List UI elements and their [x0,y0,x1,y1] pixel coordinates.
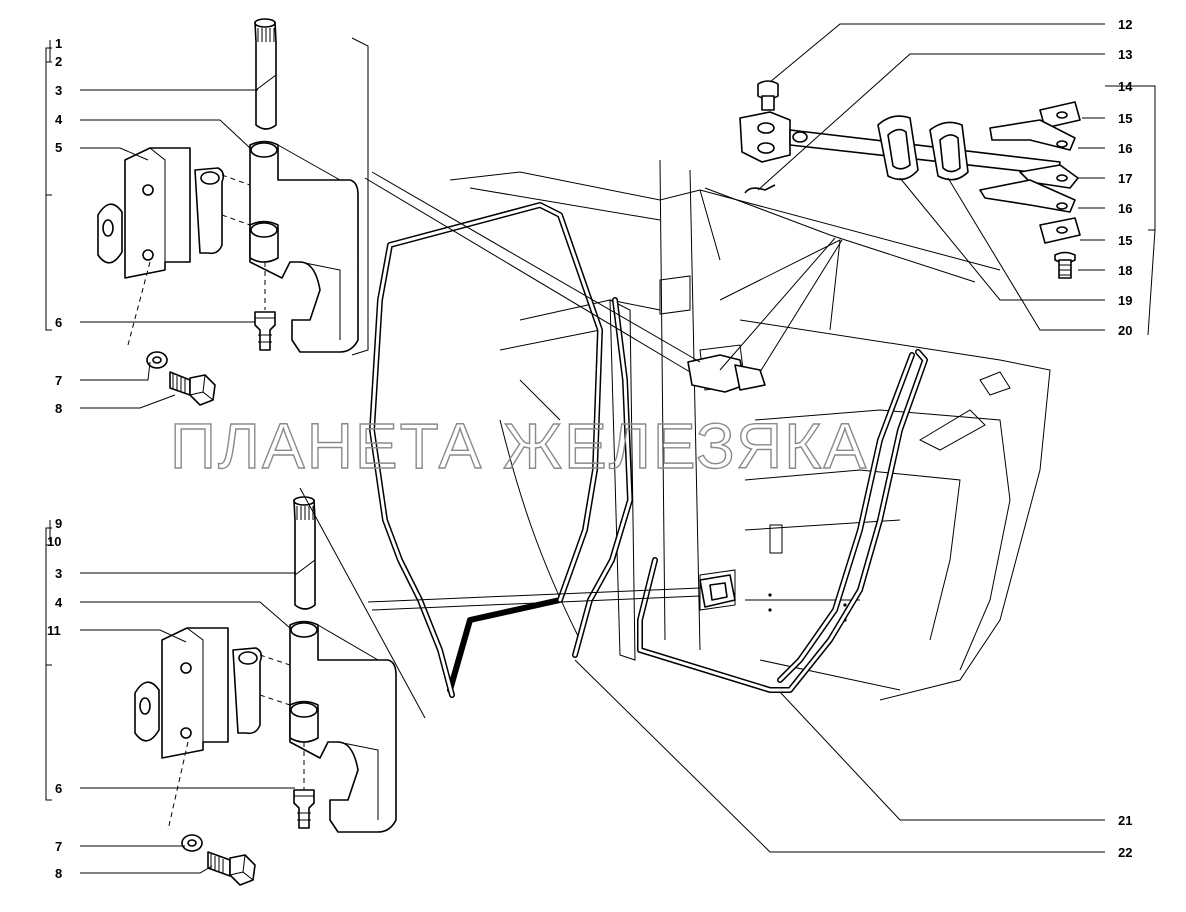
callout-3-lower: 3 [55,566,62,581]
callout-4: 4 [55,112,63,127]
callout-15-lower: 15 [1118,233,1132,248]
callout-7-lower: 7 [55,839,62,854]
callout-18: 18 [1118,263,1132,278]
callout-8-lower: 8 [55,866,62,881]
callout-9: 9 [55,516,62,531]
installed-upper-hinge [687,354,766,393]
callout-8: 8 [55,401,62,416]
callout-leaders [45,23,1156,874]
callout-numbers: 1 2 3 4 5 6 7 8 9 10 3 4 11 6 7 8 12 13 … [47,17,1133,881]
callout-4-lower: 4 [55,595,63,610]
pillar-seal [572,297,633,658]
upper-hinge-pointer-lines [351,37,701,373]
callout-19: 19 [1118,293,1132,308]
lower-hinge-pointer-lines [299,487,701,719]
callout-15-upper: 15 [1118,111,1132,126]
door-opening-seal-left [369,202,603,698]
watermark: ПЛАНЕТА ЖЕЛЕЗЯКА [170,410,868,482]
callout-3: 3 [55,83,62,98]
callout-12: 12 [1118,17,1132,32]
callout-13: 13 [1118,47,1132,62]
door-check-assembly [704,80,1081,373]
callout-20: 20 [1118,323,1132,338]
callout-7: 7 [55,373,62,388]
lower-hinge-assembly [134,496,397,886]
callout-6: 6 [55,315,62,330]
installed-lower-hinge [699,574,736,608]
callout-14: 14 [1118,79,1133,94]
callout-11: 11 [47,623,61,638]
callout-16-lower: 16 [1118,201,1132,216]
callout-1: 1 [55,36,62,51]
callout-21: 21 [1118,813,1132,828]
callout-2: 2 [55,54,62,69]
callout-16-upper: 16 [1118,141,1132,156]
callout-22: 22 [1118,845,1132,860]
upper-hinge-assembly [97,18,359,406]
callout-6-lower: 6 [55,781,62,796]
callout-10: 10 [47,534,61,549]
callout-17: 17 [1118,171,1132,186]
door-seal [637,349,928,693]
callout-5: 5 [55,140,62,155]
